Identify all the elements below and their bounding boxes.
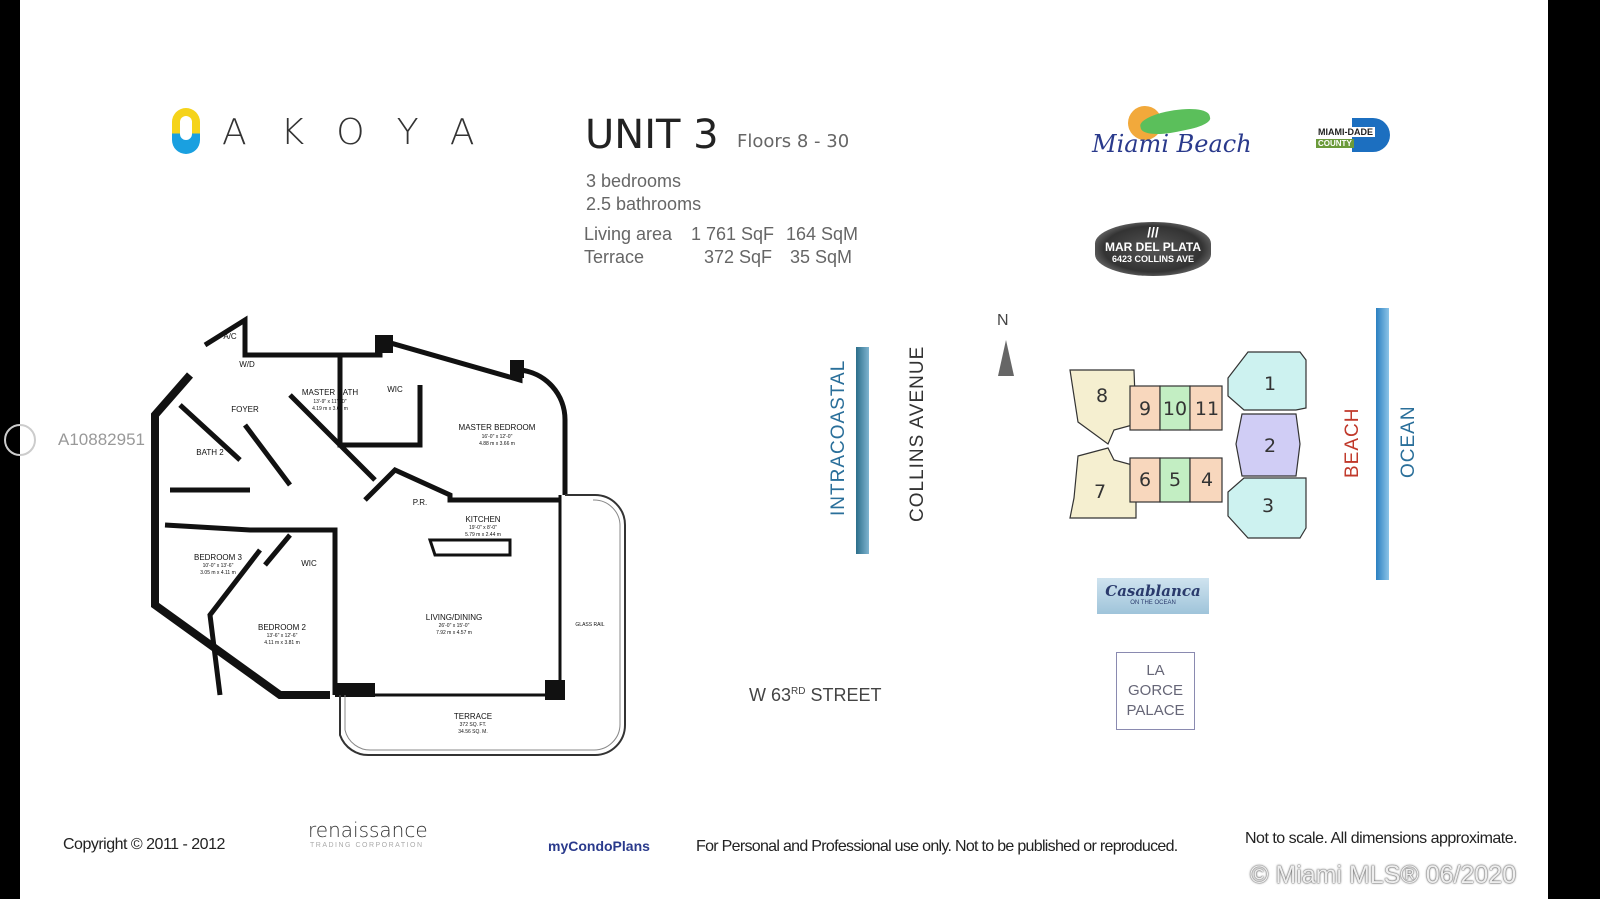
- room-terrace: TERRACE: [454, 712, 492, 721]
- la-gorce-palace-box: LA GORCE PALACE: [1116, 652, 1195, 730]
- miami-dade-logo: MIAMI-DADE COUNTY: [1316, 118, 1390, 152]
- akoya-logo-mark: [172, 108, 200, 154]
- living-sqf: 1 761 SqF: [691, 224, 775, 244]
- mls-id: A10882951: [58, 430, 145, 449]
- room-wd: W/D: [239, 360, 255, 369]
- unit-5: 5: [1169, 469, 1181, 491]
- svg-text:19'-0" x 8'-0": 19'-0" x 8'-0": [469, 525, 497, 531]
- room-ac: A/C: [223, 332, 237, 341]
- svg-text:26'-0" x 15'-0": 26'-0" x 15'-0": [439, 623, 470, 629]
- room-wic-2: WIC: [301, 559, 317, 568]
- brand-name: AKOYA: [222, 112, 509, 153]
- mls-logo-icon: [4, 424, 36, 456]
- terrace-label: Terrace: [584, 247, 645, 267]
- room-master-bedroom: MASTER BEDROOM: [459, 423, 536, 432]
- glass-rail-label: GLASS RAIL: [575, 622, 604, 628]
- unit-floor-plan: A/C W/D FOYER MASTER BATH 13'-9" x 11'-1…: [151, 315, 626, 757]
- unit-3: 3: [1262, 495, 1274, 517]
- unit-9: 9: [1139, 398, 1151, 420]
- svg-text:13'-9" x 11'-10": 13'-9" x 11'-10": [313, 399, 346, 405]
- unit-1: 1: [1264, 373, 1276, 395]
- miami-beach-logo: Miami Beach: [1090, 102, 1252, 169]
- street-label: W 63RD STREET: [749, 685, 882, 705]
- unit-10: 10: [1163, 398, 1187, 420]
- unit-8: 8: [1096, 385, 1108, 407]
- room-kitchen: KITCHEN: [465, 515, 500, 524]
- intracoastal-label: INTRACOASTAL: [828, 359, 849, 516]
- west-wall: [151, 372, 330, 699]
- bathrooms: 2.5 bathrooms: [586, 194, 702, 214]
- svg-text:4.11 m x 3.81 m: 4.11 m x 3.81 m: [264, 640, 299, 646]
- unit-7: 7: [1094, 481, 1106, 503]
- svg-text:13'-6" x 12'-6": 13'-6" x 12'-6": [267, 633, 298, 639]
- bedrooms: 3 bedrooms: [586, 171, 682, 191]
- svg-text:372 SQ. FT.: 372 SQ. FT.: [460, 722, 487, 728]
- room-master-bath: MASTER BATH: [302, 388, 359, 397]
- living-sqm: 164 SqM: [786, 224, 859, 244]
- svg-text:34.56 SQ. M.: 34.56 SQ. M.: [458, 729, 487, 735]
- unit-4: 4: [1201, 469, 1213, 491]
- svg-text:10'-0" x 13'-6": 10'-0" x 13'-6": [203, 563, 234, 569]
- mar-del-plata-logo: /// MAR DEL PLATA 6423 COLLINS AVE: [1095, 222, 1211, 276]
- building-site-plan: 1 2 3 4 5 6 7 8 9 10 11: [1069, 351, 1307, 539]
- beach-label: BEACH: [1342, 407, 1363, 478]
- svg-text:7.92 m x 4.57 m: 7.92 m x 4.57 m: [436, 630, 472, 636]
- room-bedroom-3: BEDROOM 3: [194, 553, 243, 562]
- ocean-strip: [1376, 308, 1389, 580]
- usage-notice: For Personal and Professional use only. …: [696, 838, 1178, 855]
- unit-11: 11: [1195, 398, 1219, 420]
- room-foyer: FOYER: [231, 405, 259, 414]
- svg-text:3.05 m x 4.11 m: 3.05 m x 4.11 m: [200, 570, 235, 576]
- intracoastal-waterway: [856, 347, 869, 554]
- copyright: Copyright © 2011 - 2012: [63, 836, 225, 853]
- renaissance-logo: renaissance TRADING CORPORATION: [308, 818, 428, 849]
- room-wic: WIC: [387, 385, 403, 394]
- unit-title: UNIT 3: [585, 112, 719, 158]
- svg-text:4.88 m x 3.66 m: 4.88 m x 3.66 m: [479, 441, 515, 447]
- room-living-dining: LIVING/DINING: [426, 613, 482, 622]
- terrace-sqf: 372 SqF: [704, 247, 773, 267]
- unit-6: 6: [1139, 469, 1151, 491]
- ocean-label: OCEAN: [1398, 405, 1419, 478]
- room-bedroom-2: BEDROOM 2: [258, 623, 307, 632]
- collins-avenue-label: COLLINS AVENUE: [907, 345, 928, 522]
- svg-text:5.79 m x 2.44 m: 5.79 m x 2.44 m: [465, 532, 501, 538]
- unit-floors: Floors 8 - 30: [737, 131, 850, 152]
- living-label: Living area: [584, 224, 673, 244]
- casablanca-logo: Casablanca ON THE OCEAN: [1097, 578, 1209, 614]
- terrace-sqm: 35 SqM: [790, 247, 853, 267]
- svg-text:4.19 m x 3.61 m: 4.19 m x 3.61 m: [312, 406, 348, 412]
- room-bath-2: BATH 2: [196, 448, 224, 457]
- mycondoplans-logo: myCondoPlans: [548, 838, 650, 854]
- svg-text:16'-0" x 12'-0": 16'-0" x 12'-0": [482, 434, 513, 440]
- room-powder: P.R.: [413, 498, 428, 507]
- north-label: N: [997, 312, 1009, 329]
- mls-watermark: © Miami MLS® 06/2020: [1250, 861, 1517, 889]
- unit-2: 2: [1264, 435, 1276, 457]
- north-arrow-icon: [998, 340, 1014, 376]
- scale-notice: Not to scale. All dimensions approximate…: [1245, 830, 1518, 847]
